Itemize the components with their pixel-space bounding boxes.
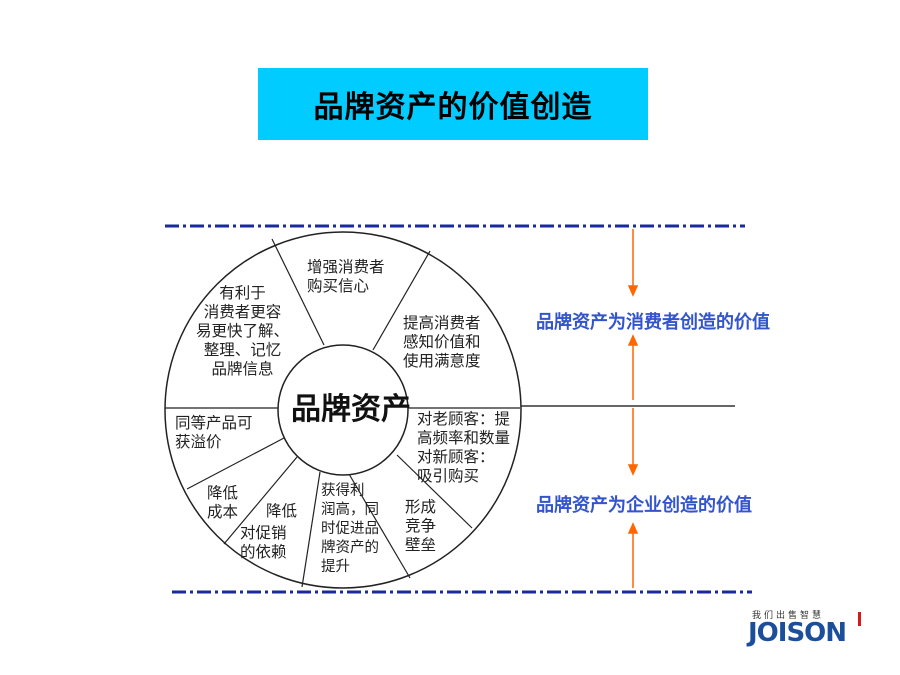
company-logo: 我们出售智慧 JOISON (748, 608, 868, 648)
segment-line: 同等产品可 (175, 414, 253, 432)
segment-line: 时促进品 (321, 521, 379, 537)
segment-line: 成本 (207, 503, 239, 521)
spoke-7 (223, 456, 298, 545)
segment-line: 壁垒 (405, 536, 437, 554)
arrow-mid-up-head (627, 334, 639, 346)
segment-line: 降低 (207, 484, 239, 502)
arrow-mid-down-head (627, 464, 639, 476)
arrow-bottom-head (627, 522, 639, 534)
arrows (627, 229, 639, 588)
page-title: 品牌资产的价值创造 (313, 90, 593, 125)
enterprise-value-label: 品牌资产为企业创造的价值 (536, 495, 752, 516)
segment-line: 提升 (321, 559, 350, 575)
segment-line: 降低 (266, 502, 298, 520)
segment-text-s9: 有利于消费者更容易更快了解、整理、记忆品牌信息 (196, 284, 289, 379)
logo-wordmark: JOISON (748, 618, 847, 648)
spoke-8 (186, 437, 285, 490)
segment-line: 获溢价 (175, 433, 222, 451)
spoke-4 (396, 454, 473, 529)
wheel-spokes (165, 238, 520, 588)
segment-line: 购买信心 (307, 277, 370, 295)
consumer-value-label: 品牌资产为消费者创造的价值 (536, 312, 770, 333)
segment-line: 牌资产的 (321, 540, 379, 556)
segment-line: 形成 (405, 498, 437, 516)
segment-line: 感知价值和 (403, 333, 481, 351)
spoke-5 (348, 473, 411, 579)
segment-line: 对促销 (240, 524, 287, 542)
segment-line: 整理、记忆 (203, 341, 282, 359)
segment-text-s2: 提高消费者感知价值和使用满意度 (403, 314, 481, 371)
segment-line: 获得利 (321, 483, 365, 499)
segment-line: 提高消费者 (403, 314, 481, 332)
segment-line: 使用满意度 (403, 352, 481, 370)
segment-line: 竞争 (405, 517, 437, 535)
segment-line: 有利于 (219, 284, 266, 302)
segment-line: 吸引购买 (417, 467, 480, 485)
segment-line: 对老顾客：提 (417, 410, 511, 428)
segment-text-s4: 形成竞争壁垒 (405, 498, 436, 555)
segment-line: 对新顾客： (417, 448, 495, 466)
segment-line: 的依赖 (240, 543, 287, 561)
segment-text-s3: 对老顾客：提高频率和数量对新顾客：吸引购买 (417, 410, 510, 486)
segment-text-s8: 同等产品可获溢价 (175, 414, 253, 452)
segment-line: 高频率和数量 (417, 429, 511, 447)
segment-text-s5: 获得利润高，同时促进品牌资产的提升 (321, 482, 379, 577)
title-box: 品牌资产的价值创造 (258, 68, 648, 140)
logo-red-mark (858, 612, 861, 626)
segment-text-s1: 增强消费者购买信心 (307, 258, 385, 296)
segment-line: 润高，同 (321, 502, 379, 518)
segment-text-s6b: 对促销的依赖 (240, 524, 287, 562)
segment-line: 消费者更容 (203, 303, 282, 321)
segment-line: 易更快了解、 (196, 322, 290, 340)
arrow-top-head (627, 285, 639, 297)
spoke-2 (372, 250, 431, 351)
inner-wheel-circle (277, 344, 409, 476)
segment-text-s7: 降低成本 (207, 484, 238, 522)
spoke-1 (271, 238, 325, 346)
segment-line: 品牌信息 (211, 360, 274, 378)
segment-line: 增强消费者 (307, 258, 385, 276)
spoke-6 (301, 471, 321, 588)
segment-text-s6a: 降低 (266, 502, 297, 521)
center-label: 品牌资产 (291, 392, 411, 427)
logo-tagline: 我们出售智慧 (752, 611, 825, 621)
